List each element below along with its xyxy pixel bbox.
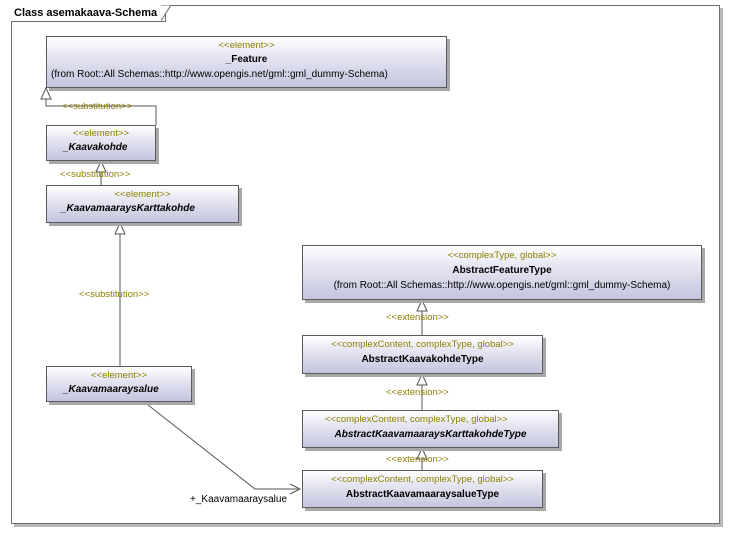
stereotype-label: <<complexType, global>>: [447, 250, 557, 261]
class-name: _Kaavamaaraysalue: [63, 384, 159, 395]
class-kaavakohde[interactable]: <<element>> _Kaavakohde: [46, 125, 156, 161]
extension-label-3: <<extension>>: [386, 454, 449, 465]
stereotype-label: <<element>>: [218, 40, 275, 51]
class-name: AbstractFeatureType: [452, 265, 552, 276]
substitution-arrowhead-2: [95, 159, 107, 173]
class-name: _Kaavakohde: [63, 142, 128, 153]
substitution-label-3: <<substitution>>: [79, 289, 150, 300]
class-name: AbstractKaavamaaraysalueType: [345, 489, 500, 500]
extension-arrowhead-3: [416, 446, 428, 460]
class-abstract-kaavamaarays-karttakohde-type[interactable]: <<complexContent, complexType, global>> …: [302, 410, 559, 448]
substitution-label-1: <<substitution>>: [62, 101, 133, 112]
substitution-line-1: [45, 96, 157, 125]
class-name: AbstractKaavamaaraysKarttakohdeType: [334, 429, 527, 440]
extension-label-2: <<extension>>: [386, 387, 449, 398]
association-line: [142, 400, 298, 490]
stereotype-label: <<element>>: [114, 189, 171, 200]
class-abstract-kaavakohde-type[interactable]: <<complexContent, complexType, global>> …: [302, 335, 543, 374]
association-arrowhead: [289, 483, 302, 495]
class-abstract-kaavamaaraysalue-type[interactable]: <<complexContent, complexType, global>> …: [302, 470, 543, 508]
class-kaavamaaraysalue[interactable]: <<element>> _Kaavamaaraysalue: [46, 366, 192, 402]
substitution-arrowhead-1: [40, 86, 52, 100]
association-role-label: +_Kaavamaaraysalue: [190, 494, 288, 505]
stereotype-label: <<complexContent, complexType, global>>: [325, 414, 508, 425]
frame-tab-corner: [161, 5, 171, 21]
stereotype-label: <<complexContent, complexType, global>>: [331, 339, 514, 350]
extension-label-1: <<extension>>: [386, 312, 449, 323]
class-kaavamaarays-karttakohde[interactable]: <<element>> _KaavamaaraysKarttakohde: [46, 185, 239, 223]
class-origin: (from Root::All Schemas::http://www.open…: [333, 280, 671, 291]
extension-arrowhead-2: [416, 372, 428, 386]
stereotype-label: <<element>>: [91, 370, 147, 381]
class-origin: (from Root::All Schemas::http://www.open…: [51, 69, 388, 80]
class-name: AbstractKaavakohdeType: [361, 354, 484, 365]
stereotype-label: <<element>>: [73, 128, 129, 139]
substitution-arrowhead-3: [114, 221, 126, 235]
class-name: _Feature: [225, 54, 268, 65]
extension-arrowhead-1: [416, 298, 428, 312]
stereotype-label: <<complexContent, complexType, global>>: [331, 474, 514, 485]
diagram-frame-title: Class asemakaava-Schema: [11, 5, 167, 22]
class-name: _KaavamaaraysKarttakohde: [61, 203, 195, 214]
class-abstract-feature-type[interactable]: <<complexType, global>> AbstractFeatureT…: [302, 245, 702, 300]
substitution-label-2: <<substitution>>: [60, 169, 131, 180]
class-feature[interactable]: <<element>> _Feature (from Root::All Sch…: [46, 36, 447, 88]
